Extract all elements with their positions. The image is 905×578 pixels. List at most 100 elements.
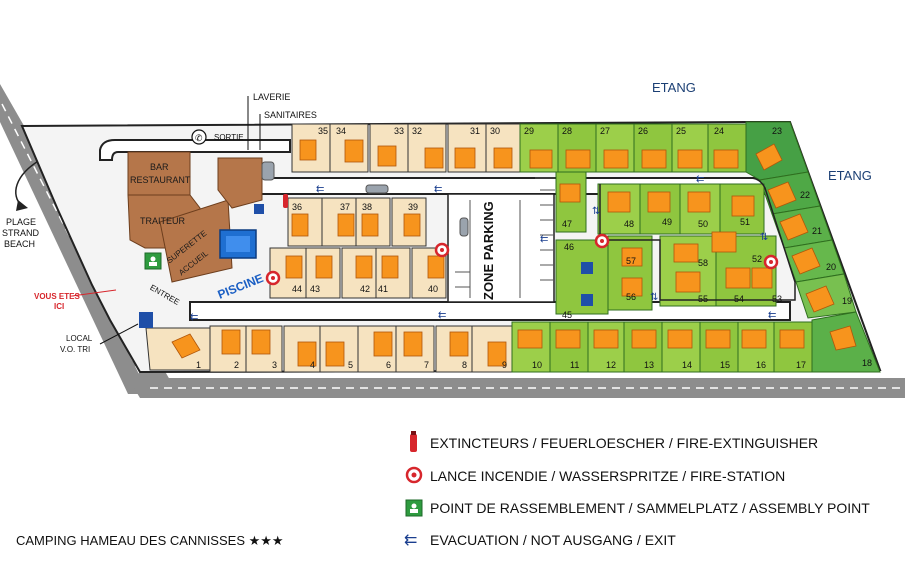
- pitch-30: 30: [490, 126, 500, 136]
- pitch-33: 33: [394, 126, 404, 136]
- pitch-12: 12: [606, 360, 616, 370]
- svg-text:⇇: ⇇: [434, 184, 442, 195]
- pitch-44: 44: [292, 284, 302, 294]
- fire-station-icon: [405, 466, 423, 484]
- pitch-numbers: 35 34 33 32 31 30 29 28 27 26 25 24 23 3…: [196, 126, 872, 370]
- legend-evacuation: ⇇ EVACUATION / NOT AUSGANG / EXIT: [404, 532, 676, 549]
- pitch-42: 42: [360, 284, 370, 294]
- pitch-39: 39: [408, 202, 418, 212]
- etang-label-top: ETANG: [652, 80, 696, 95]
- svg-text:⇇: ⇇: [696, 174, 704, 185]
- pitch-14: 14: [682, 360, 692, 370]
- car-icon: [261, 161, 275, 181]
- parking-area: [447, 193, 555, 303]
- pitch-37: 37: [340, 202, 350, 212]
- pitch-22: 22: [800, 190, 810, 200]
- accessibility-icon: [254, 204, 264, 214]
- pitch-32: 32: [412, 126, 422, 136]
- accessibility-icon: [581, 294, 593, 306]
- fire-station-icon: [763, 254, 779, 270]
- chalets: [171, 139, 857, 367]
- evacuation-arrow-icon: ⇇: [404, 532, 417, 549]
- zone-parking-label: ZONE PARKING: [481, 201, 496, 300]
- traiteur-label: TRAITEUR: [140, 216, 186, 226]
- legend-evacuation-text: EVACUATION / NOT AUSGANG / EXIT: [430, 532, 676, 548]
- pitch-47: 47: [562, 219, 572, 229]
- pitch-55: 55: [698, 294, 708, 304]
- fire-extinguisher-icon: [410, 434, 417, 452]
- pitch-7: 7: [424, 360, 429, 370]
- svg-text:⇅: ⇅: [592, 206, 600, 217]
- pitch-27: 27: [600, 126, 610, 136]
- phone-icon: [191, 129, 207, 145]
- restaurant-label: RESTAURANT: [130, 175, 191, 185]
- sortie-label: SORTIE: [214, 133, 244, 142]
- pitch-48: 48: [624, 219, 634, 229]
- parking-stripes: [455, 177, 555, 298]
- pitch-18: 18: [862, 358, 872, 368]
- legend: EXTINCTEURS / FEUERLOESCHER / FIRE-EXTIN…: [404, 431, 870, 549]
- accessibility-icon: [139, 312, 153, 328]
- pitch-46: 46: [564, 242, 574, 252]
- legend-assembly: POINT DE RASSEMBLEMENT / SAMMELPLATZ / A…: [405, 499, 870, 517]
- sanitaires-building: [217, 157, 263, 209]
- pitch-35: 35: [318, 126, 328, 136]
- bar-label: BAR: [150, 162, 169, 172]
- pitch-24: 24: [714, 126, 724, 136]
- pitch-54: 54: [734, 294, 744, 304]
- assembly-point-icon: [144, 252, 162, 270]
- east-loop-road: [590, 177, 796, 301]
- svg-text:⇅: ⇅: [650, 292, 658, 303]
- pitch-21: 21: [812, 226, 822, 236]
- camping-name: CAMPING HAMEAU DES CANNISSES ★★★: [16, 533, 284, 548]
- pitch-31: 31: [470, 126, 480, 136]
- pitch-40: 40: [428, 284, 438, 294]
- pitch-13: 13: [644, 360, 654, 370]
- pitch-11: 11: [570, 360, 579, 370]
- plage-label: PLAGE: [6, 217, 36, 227]
- pitch-43: 43: [310, 284, 320, 294]
- pitch-29: 29: [524, 126, 534, 136]
- superette-building: [159, 199, 233, 283]
- pitch-10: 10: [532, 360, 542, 370]
- ici-label: ICI: [54, 302, 64, 311]
- pitch-3: 3: [272, 360, 277, 370]
- fire-station-icon: [265, 270, 281, 286]
- car-icon: [459, 217, 469, 237]
- pitch-9: 9: [502, 360, 507, 370]
- legend-extinguisher: EXTINCTEURS / FEUERLOESCHER / FIRE-EXTIN…: [410, 431, 818, 452]
- pitch-58: 58: [698, 258, 708, 268]
- pitch-1: 1: [196, 360, 201, 370]
- svg-text:⇇: ⇇: [190, 312, 198, 323]
- vous-etes-label: VOUS ETES: [34, 292, 80, 301]
- pitch-15: 15: [720, 360, 730, 370]
- etang-label-right: ETANG: [828, 168, 872, 183]
- fire-station-icon: [434, 242, 450, 258]
- pitch-5: 5: [348, 360, 353, 370]
- pitch-49: 49: [662, 217, 672, 227]
- pitch-17: 17: [796, 360, 806, 370]
- pitch-41: 41: [378, 284, 388, 294]
- legend-fire-station-text: LANCE INCENDIE / WASSERSPRITZE / FIRE-ST…: [430, 468, 785, 484]
- main-buildings: [127, 151, 263, 283]
- pitch-8: 8: [462, 360, 467, 370]
- pitch-36: 36: [292, 202, 302, 212]
- beach-label: BEACH: [4, 239, 35, 249]
- legend-assembly-text: POINT DE RASSEMBLEMENT / SAMMELPLATZ / A…: [430, 500, 870, 516]
- fire-station-icon: [594, 233, 610, 249]
- legend-fire-station: LANCE INCENDIE / WASSERSPRITZE / FIRE-ST…: [405, 466, 785, 484]
- svg-text:⇇: ⇇: [540, 234, 548, 245]
- local-label: LOCAL: [66, 334, 93, 343]
- car-icon: [365, 184, 389, 194]
- svg-text:⇇: ⇇: [316, 184, 324, 195]
- safety-markers: ✆ ⇇⇇ ⇇⇇ ⇇⇇ ⇅⇅ ⇅⇇: [139, 129, 779, 328]
- pitch-52: 52: [752, 254, 762, 264]
- pitch-16: 16: [756, 360, 766, 370]
- pitch-38: 38: [362, 202, 372, 212]
- pitch-19: 19: [842, 296, 852, 306]
- svg-text:⇇: ⇇: [438, 310, 446, 321]
- pitch-25: 25: [676, 126, 686, 136]
- assembly-point-icon: [405, 499, 423, 517]
- vo-tri-label: V.O. TRI: [60, 345, 90, 354]
- pitch-57: 57: [626, 256, 636, 266]
